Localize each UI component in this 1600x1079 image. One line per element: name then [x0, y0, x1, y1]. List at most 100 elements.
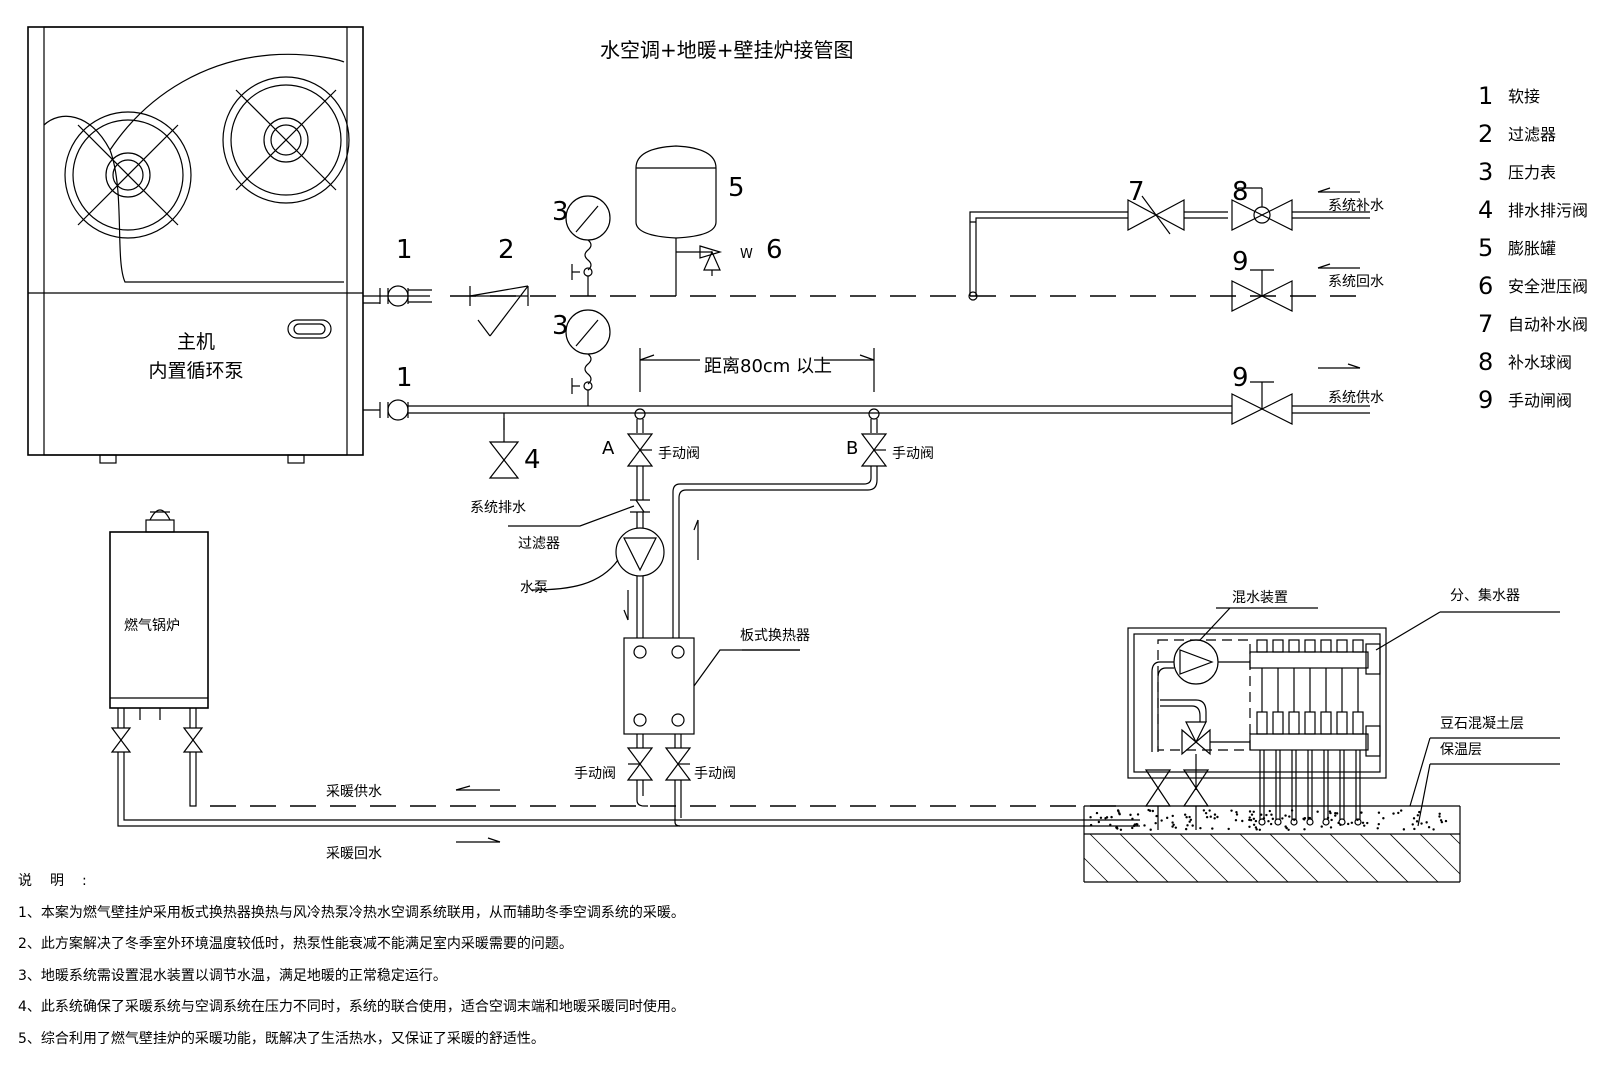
floor-loop-end — [1290, 818, 1298, 826]
gravel-dot — [1397, 811, 1400, 815]
gravel-dot — [1118, 813, 1121, 816]
pump-label: 水泵 — [520, 580, 548, 596]
heat-pump-unit: 主机 内置循环泵 — [27, 26, 364, 464]
gravel-dot — [1329, 811, 1332, 815]
legend-label: 过滤器 — [1508, 125, 1556, 144]
makeup-ball-valve-icon — [1231, 187, 1293, 231]
legend-num: 8 — [1478, 348, 1493, 376]
hatch-line — [1389, 833, 1439, 883]
gravel-dot — [1202, 809, 1206, 812]
gravel-dot — [1268, 809, 1271, 813]
manifold-port-top — [1320, 639, 1332, 653]
gravel-dot — [1361, 821, 1365, 825]
gravel-dot — [1205, 815, 1209, 819]
gravel-dot — [1402, 828, 1406, 831]
gravel-dot — [1199, 826, 1202, 830]
note-item: 2、此方案解决了冬季室外环境温度较低时，热泵性能衰减不能满足室内采暖需要的问题。 — [18, 936, 573, 952]
hatch-line — [1329, 833, 1379, 883]
gravel-dot — [1149, 828, 1152, 831]
gravel-dot — [1089, 815, 1092, 819]
gravel-dot — [1335, 812, 1339, 815]
boiler-label: 燃气锅炉 — [124, 617, 180, 634]
gravel-dot — [1216, 815, 1219, 819]
gravel-dot — [1136, 813, 1140, 816]
gravel-dot — [1347, 822, 1350, 826]
gravel-dot — [1117, 810, 1120, 813]
floor-loop-end — [1306, 818, 1314, 826]
gravel-dot — [1129, 813, 1132, 817]
gravel-dot — [1360, 811, 1363, 814]
manifold-port-bottom — [1336, 711, 1348, 735]
manifold-port-bottom — [1320, 711, 1332, 735]
gravel-dot — [1302, 818, 1306, 821]
callout-5: 5 — [728, 173, 745, 203]
gravel-dot — [1285, 826, 1288, 830]
gravel-dot — [1248, 810, 1252, 813]
gravel-dot — [1418, 810, 1421, 814]
gravel-dot — [1235, 810, 1238, 814]
gravel-dot — [1254, 826, 1258, 829]
legend-num: 1 — [1478, 82, 1493, 110]
supply-water-label: 系统供水 — [1328, 390, 1384, 406]
gravel-dot — [1265, 813, 1268, 817]
legend-num: 3 — [1478, 158, 1493, 186]
gravel-dot — [1377, 822, 1380, 826]
hatch-line — [1149, 833, 1199, 883]
callout-1-supply: 1 — [396, 363, 413, 393]
point-a-label: A — [602, 438, 615, 459]
gravel-dot — [1439, 819, 1443, 822]
insulation-label: 保温层 — [1440, 742, 1482, 758]
pump-leader — [531, 559, 619, 591]
legend-label: 压力表 — [1508, 163, 1556, 182]
gravel-dot — [1392, 812, 1395, 815]
gravel-dot — [1208, 809, 1211, 812]
gravel-dot — [1303, 828, 1306, 831]
return-water-label: 系统回水 — [1328, 274, 1384, 290]
plate-heat-exchanger — [623, 637, 800, 827]
hatch-line — [1419, 833, 1461, 875]
gravel-dot — [1147, 808, 1150, 812]
note-item: 3、地暖系统需设置混水装置以调节水温，满足地暖的正常稳定运行。 — [18, 967, 447, 984]
gravel-dot — [1131, 817, 1134, 821]
callout-8: 8 — [1232, 177, 1249, 207]
gravel-dot — [1320, 825, 1323, 828]
hatch-line — [1269, 833, 1319, 883]
manual-valve-label-d: 手动阀 — [694, 766, 736, 782]
floor-loop-end — [1322, 818, 1330, 826]
callout-7: 7 — [1128, 177, 1145, 207]
manifold-label: 分、集水器 — [1450, 587, 1520, 604]
diagram-title: 水空调+地暖+壁挂炉接管图 — [600, 38, 854, 62]
gravel-dot — [1234, 818, 1238, 822]
gravel-dot — [1271, 817, 1275, 821]
callout-4: 4 — [524, 445, 541, 475]
manual-valve-label-a: 手动阀 — [658, 446, 700, 462]
legend-label: 手动闸阀 — [1508, 391, 1572, 410]
heating-pipes — [117, 752, 1140, 843]
gravel-dot — [1376, 827, 1379, 830]
heating-supply-label: 采暖供水 — [326, 784, 382, 800]
gravel-dot — [1095, 811, 1099, 815]
gravel-dot — [1288, 815, 1291, 818]
gravel-dot — [1363, 824, 1366, 827]
note-item: 4、此系统确保了采暖系统与空调系统在压力不同时，系统的联合使用，适合空调末端和地… — [18, 999, 685, 1015]
gravel-dot — [1281, 817, 1284, 820]
gravel-dot — [1252, 810, 1255, 814]
legend-num: 4 — [1478, 196, 1493, 224]
branch-b — [672, 408, 888, 638]
gravel-dot — [1248, 825, 1251, 828]
gravel-dot — [1131, 826, 1134, 830]
gravel-dot — [1252, 823, 1256, 826]
gravel-dot — [1155, 814, 1158, 818]
gravel-dot — [1250, 813, 1254, 816]
legend-label: 排水排污阀 — [1508, 201, 1588, 220]
gravel-dot — [1267, 820, 1270, 823]
gravel-dot — [1186, 824, 1189, 827]
gravel-dot — [1330, 818, 1333, 822]
gravel-dot — [1260, 813, 1263, 816]
gravel-dot — [1248, 818, 1251, 822]
manifold-port-top — [1304, 639, 1316, 653]
gravel-dot — [1183, 813, 1187, 816]
soft-joint-return — [387, 285, 409, 307]
unit-label-line1: 主机 — [177, 331, 215, 353]
callout-6: 6 — [766, 235, 783, 265]
